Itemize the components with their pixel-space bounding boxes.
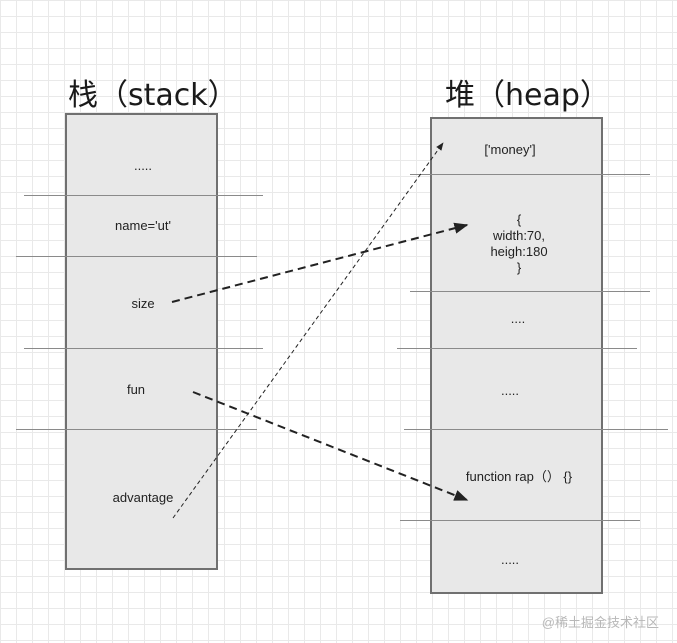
heap-cell-dots: ..... [500, 552, 520, 567]
stack-cell-fun: fun [126, 382, 146, 397]
stack-box [65, 113, 218, 570]
stack-divider [16, 429, 257, 430]
heap-cell-object: { width:70, heigh:180 } [490, 212, 547, 276]
stack-divider [24, 348, 263, 349]
stack-cell-dots: ..... [133, 158, 153, 173]
watermark: @稀土掘金技术社区 [541, 615, 659, 630]
heap-cell-function: function rap（） {} [465, 469, 573, 484]
heap-divider [400, 520, 640, 521]
stack-title: 栈（stack） [68, 78, 238, 113]
arrow-advantage-to-money [172, 142, 444, 519]
heap-object-width: width:70, [492, 228, 546, 243]
arrow-size-to-object [171, 222, 469, 303]
heap-title: 堆（heap） [445, 78, 610, 113]
heap-cell-dots: ..... [500, 383, 520, 398]
heap-cell-dots: .... [510, 311, 526, 326]
heap-box [430, 117, 603, 594]
heap-divider [410, 291, 650, 292]
heap-divider [410, 174, 650, 175]
stack-divider [16, 256, 257, 257]
stack-divider [24, 195, 263, 196]
stack-cell-size: size [131, 296, 155, 311]
heap-divider [404, 429, 668, 430]
heap-object-close: } [516, 260, 522, 275]
heap-divider [397, 348, 637, 349]
heap-cell-money: ['money'] [484, 142, 536, 157]
stack-cell-name: name='ut' [115, 218, 171, 233]
heap-object-open: { [516, 212, 522, 227]
arrow-fun-to-function [192, 391, 469, 501]
stack-cell-advantage: advantage [112, 490, 174, 505]
heap-object-heigh: heigh:180 [490, 244, 548, 259]
